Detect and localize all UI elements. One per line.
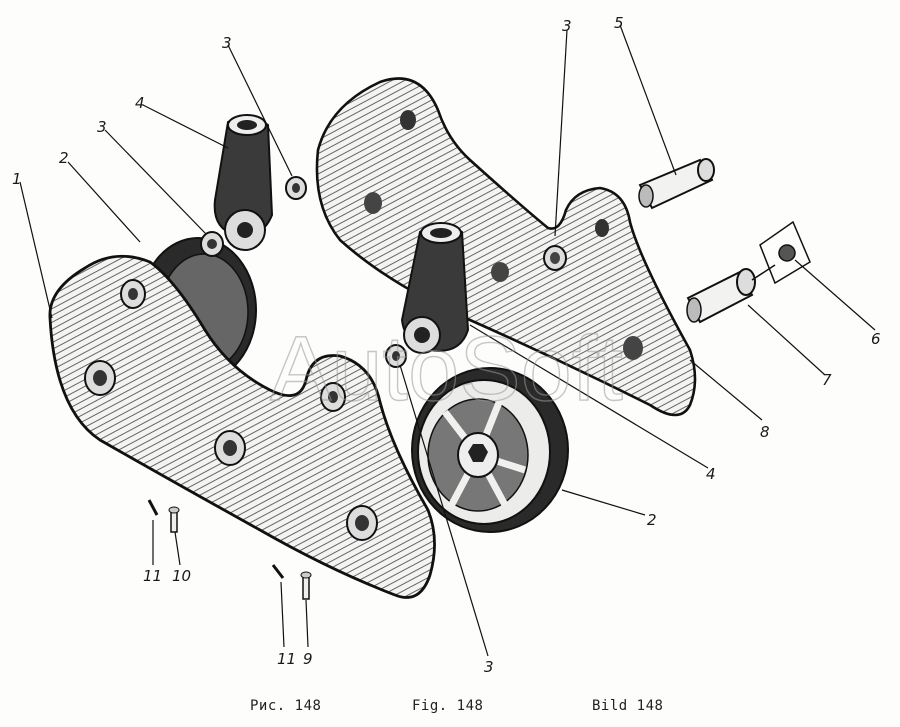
caption-de: Bild 148 xyxy=(592,698,664,714)
callout-11-right: 11 xyxy=(277,650,296,668)
callout-4-right: 4 xyxy=(706,465,716,483)
callout-6: 6 xyxy=(871,330,881,348)
callout-3-left: 3 xyxy=(97,118,107,136)
pin-upper xyxy=(638,158,715,210)
bracket-right xyxy=(400,222,470,354)
callout-1: 1 xyxy=(12,170,22,188)
callout-11-left: 11 xyxy=(143,567,162,585)
pin-9 xyxy=(300,571,312,600)
grease-fitting-6 xyxy=(751,220,811,285)
callout-8: 8 xyxy=(760,423,770,441)
callout-3-top-left: 3 xyxy=(222,34,232,52)
washer-right xyxy=(385,344,407,368)
callout-2-left: 2 xyxy=(59,149,69,167)
callout-9: 9 xyxy=(303,650,313,668)
pulley-front xyxy=(411,367,569,533)
callout-10: 10 xyxy=(172,567,191,585)
callout-3-top-right: 3 xyxy=(562,17,572,35)
caption-en: Fig. 148 xyxy=(412,698,484,714)
callout-5: 5 xyxy=(614,14,624,32)
caption-ru: Рис. 148 xyxy=(250,698,322,714)
front-plate xyxy=(48,254,436,599)
watermark: AutoSoft xyxy=(270,318,623,420)
callout-2-right: 2 xyxy=(647,511,657,529)
bracket-left xyxy=(213,114,274,251)
callout-3-bottom: 3 xyxy=(484,658,494,676)
washer-left-lower xyxy=(200,231,224,257)
pin-10 xyxy=(168,506,180,533)
pin-lower xyxy=(686,268,756,324)
callout-labels: 1 2 3 4 3 3 5 6 7 8 4 2 3 11 10 11 9 xyxy=(12,14,881,676)
washer-left-upper xyxy=(285,176,307,200)
cotter-pin-11-right xyxy=(271,564,285,579)
callout-7: 7 xyxy=(822,371,832,389)
leader-lines xyxy=(19,24,876,657)
rear-plate xyxy=(315,77,697,417)
cotter-pin-11-left xyxy=(147,499,159,516)
callout-4-left: 4 xyxy=(135,94,145,112)
